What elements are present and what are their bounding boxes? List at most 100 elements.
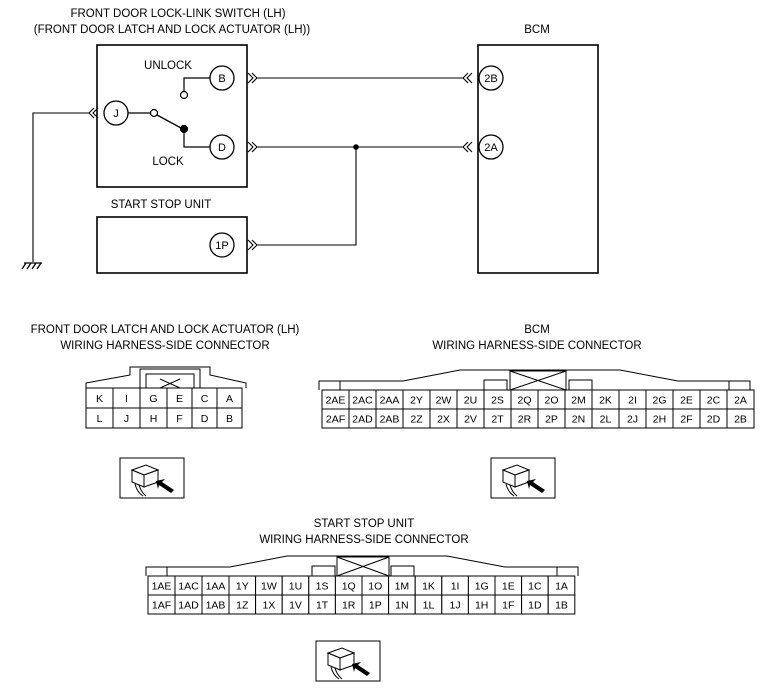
pin-j-label: J [113, 108, 119, 120]
connector-pin-label: 1H [475, 600, 488, 612]
connector-pin-label: 2U [464, 395, 477, 407]
connector-pin-label: 1S [316, 581, 329, 593]
bcm-connector-title-line2: WIRING HARNESS-SIDE CONNECTOR [432, 340, 641, 352]
connector-pin-label: 2Y [410, 395, 423, 407]
unlock-contact [179, 90, 189, 100]
bcm-connector-outline [318, 369, 751, 391]
switch-blade [156, 114, 182, 129]
wire-j-ground [32, 112, 89, 262]
connector-view-icon [315, 640, 381, 682]
connector-pin-label: 1G [475, 581, 489, 593]
connector-pin-label: 2F [680, 414, 692, 426]
ssu-connector-title-line2: WIRING HARNESS-SIDE CONNECTOR [259, 534, 468, 546]
bcm-title: BCM [524, 24, 550, 36]
connector-pin-label: J [124, 413, 129, 425]
ground-symbol [21, 262, 42, 270]
connector-pin-label: 1M [395, 581, 410, 593]
pin-b-label: B [218, 73, 225, 85]
pin-1p-label: 1P [215, 240, 228, 252]
connector-pin-label: 2J [627, 414, 638, 426]
lock-label: LOCK [152, 156, 184, 168]
connector-pin-label: D [201, 413, 209, 425]
connector-pin-label: C [201, 393, 209, 405]
connector-pin-label: 2E [680, 395, 693, 407]
connector-pin-label: 2M [571, 395, 586, 407]
ssu-title: START STOP UNIT [111, 199, 212, 211]
connector-pin-label: 1I [451, 581, 460, 593]
connector-pin-label: 1C [528, 581, 542, 593]
wire-1p-splice [257, 147, 357, 246]
pin-2a-label: 2A [484, 142, 498, 154]
connector-pin-label: 2N [572, 414, 585, 426]
pin-2b-circle [478, 65, 504, 91]
connector-pin-label: 2C [707, 395, 721, 407]
connector-pin-label: 1AB [206, 600, 226, 612]
pin-d-label: D [218, 142, 226, 154]
connector-pin-label: 1P [369, 600, 382, 612]
connector-pin-label: 1E [502, 581, 515, 593]
connector-pin-label: L [97, 413, 103, 425]
connector-pin-label: 1Z [236, 600, 249, 612]
connector-pin-label: 2D [707, 414, 721, 426]
lock-contact-wire [183, 132, 210, 148]
connector-pin-label: 1X [262, 600, 275, 612]
connector-pin-label: 1AE [152, 581, 172, 593]
splice-dot [353, 144, 359, 150]
ssu-box [96, 216, 248, 274]
connector-pin-label: 2X [437, 414, 450, 426]
connector-pin-label: 1Q [342, 581, 356, 593]
connector-pin-label: 2A [734, 395, 747, 407]
connector-pin-label: 1AA [206, 581, 226, 593]
connector-pin-label: 1F [502, 600, 514, 612]
connector-pin-label: 1B [555, 600, 568, 612]
connector-view-icon [490, 457, 556, 499]
connector-pin-label: 1AD [178, 600, 199, 612]
connector-pin-label: 2W [436, 395, 452, 407]
ssu-connector-outline [145, 555, 579, 577]
connector-pin-label: G [149, 393, 157, 405]
switch-title-line1: FRONT DOOR LOCK-LINK SWITCH (LH) [70, 8, 285, 20]
pin-2b-label: 2B [484, 73, 497, 85]
connector-pin-label: 2B [734, 414, 747, 426]
connector-pin-label: 2V [464, 414, 477, 426]
bcm-box [477, 44, 599, 274]
connector-pin-label: 2Q [517, 395, 531, 407]
connector-pin-label: 2R [518, 414, 532, 426]
connector-pin-label: 1AC [178, 581, 199, 593]
connector-pin-label: 2P [545, 414, 558, 426]
connector-pin-label: 2L [600, 414, 612, 426]
lock-contact [179, 124, 189, 134]
bcm-connector-title-line1: BCM [524, 324, 550, 336]
connector-pin-label: 2K [599, 395, 612, 407]
connector-pin-label: 2AF [326, 414, 345, 426]
connector-view-icon [119, 457, 185, 499]
connector-pin-label: 2O [544, 395, 558, 407]
connector-cell [726, 408, 755, 429]
actuator-connector-outline [85, 366, 247, 389]
switch-box [96, 44, 248, 188]
connector-pin-label: 1V [289, 600, 302, 612]
connector-pin-label: 2AC [352, 395, 373, 407]
connector-view-icons [119, 457, 556, 682]
pin-2a-circle [478, 134, 504, 160]
connector-pin-label: 1J [450, 600, 461, 612]
connector-pin-label: 2AA [380, 395, 400, 407]
connector-pin-label: 1N [395, 600, 408, 612]
connector-pin-label: 1R [342, 600, 356, 612]
connector-pin-label: E [176, 393, 183, 405]
connector-pin-label: 1A [555, 581, 568, 593]
connector-pin-label: I [125, 393, 128, 405]
connector-pin-label: F [176, 413, 182, 425]
wires [32, 77, 463, 262]
switch-title-line2: (FRONT DOOR LATCH AND LOCK ACTUATOR (LH)… [34, 24, 311, 36]
unlock-contact-wire [183, 77, 210, 91]
connector-pin-label: H [150, 413, 158, 425]
connector-pin-label: 2S [491, 395, 504, 407]
connector-cell [547, 594, 576, 615]
pin-1p-circle [209, 232, 235, 258]
connector-pin-label: 1D [528, 600, 542, 612]
connector-pin-label: 2G [652, 395, 666, 407]
actuator-connector-title-line1: FRONT DOOR LATCH AND LOCK ACTUATOR (LH) [31, 324, 300, 336]
